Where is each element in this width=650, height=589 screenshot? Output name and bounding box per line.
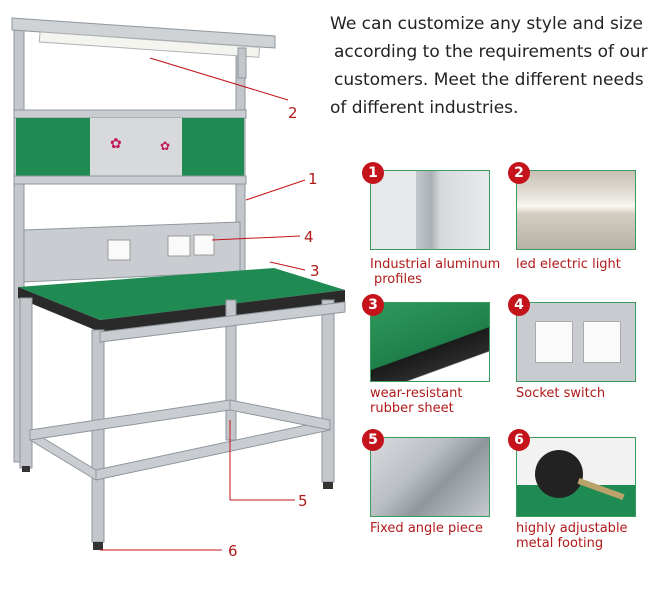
- callout-4: 4: [304, 228, 314, 246]
- callout-2: 2: [288, 104, 298, 122]
- feature-badge-5: 5: [362, 429, 384, 451]
- socket-switch-photo: [516, 302, 636, 382]
- caption-line: Industrial aluminum: [370, 257, 501, 272]
- callout-1: 1: [308, 170, 318, 188]
- callout-5: 5: [298, 492, 308, 510]
- caption-line: led electric light: [516, 257, 621, 272]
- metal-footing-photo: [516, 437, 636, 517]
- footing-pad-icon: [535, 450, 583, 498]
- callout-3: 3: [310, 262, 320, 280]
- headline-line: according to the requirements of our: [334, 42, 648, 62]
- svg-text:✿: ✿: [110, 136, 122, 152]
- feature-caption-6: highly adjustable metal footing: [516, 521, 628, 551]
- feature-caption-4: Socket switch: [516, 386, 605, 401]
- caption-line: profiles: [374, 272, 422, 287]
- headline-line: of different industries.: [330, 98, 519, 118]
- threaded-rod-icon: [577, 477, 625, 501]
- caption-line: Fixed angle piece: [370, 521, 484, 536]
- caption-line: Socket switch: [516, 386, 606, 401]
- aluminum-profile-photo: [370, 170, 490, 250]
- caption-line: metal footing: [516, 536, 604, 551]
- caption-line: wear-resistant: [370, 386, 463, 401]
- feature-caption-2: led electric light: [516, 257, 621, 272]
- headline-line: customers. Meet the different needs: [334, 70, 644, 90]
- headline-line: We can customize any style and size: [330, 14, 643, 34]
- caption-line: highly adjustable: [516, 521, 628, 536]
- rubber-sheet-photo: [370, 302, 490, 382]
- socket-icon: [535, 321, 573, 363]
- feature-badge-6: 6: [508, 429, 530, 451]
- feature-badge-2: 2: [508, 162, 530, 184]
- switch-icon: [583, 321, 621, 363]
- feature-badge-3: 3: [362, 294, 384, 316]
- feature-caption-1: Industrial aluminum profiles: [370, 257, 500, 287]
- led-light-photo: [516, 170, 636, 250]
- svg-text:✿: ✿: [160, 139, 170, 153]
- headline-text: We can customize any style and size acco…: [330, 10, 648, 122]
- feature-caption-3: wear-resistant rubber sheet: [370, 386, 462, 416]
- caption-line: rubber sheet: [370, 401, 454, 416]
- feature-badge-1: 1: [362, 162, 384, 184]
- angle-piece-photo: [370, 437, 490, 517]
- workbench-illustration: ✿ ✿: [11, 17, 346, 551]
- feature-badge-4: 4: [508, 294, 530, 316]
- callout-6: 6: [228, 542, 238, 560]
- feature-caption-5: Fixed angle piece: [370, 521, 483, 536]
